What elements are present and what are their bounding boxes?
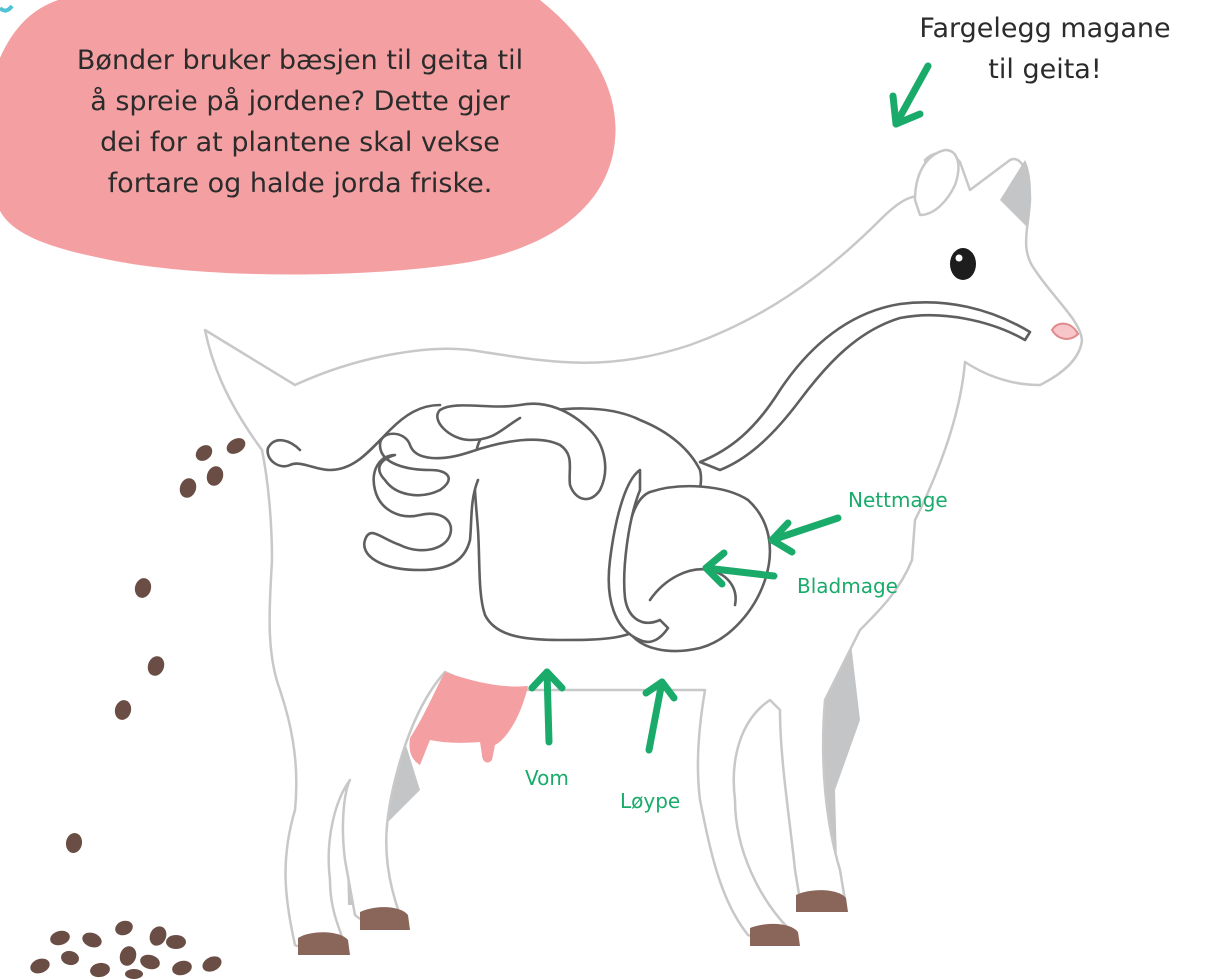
label-loype: Løype [620,789,680,813]
vom-arrow [532,672,562,742]
label-bladmage: Bladmage [797,574,898,598]
fact-line-4: fortare og halde jorda friske. [40,163,560,204]
loype-arrow [646,682,674,750]
goat-eye-highlight [956,255,963,262]
goat-eye [950,248,976,280]
goat-droppings [28,435,248,979]
instruction-line-2: til geita! [880,49,1210,90]
fact-line-1: Bønder bruker bæsjen til geita til [40,40,560,81]
fact-line-2: å spreie på jordene? Dette gjer [40,81,560,122]
label-nettmage: Nettmage [848,488,948,512]
fact-bubble-text: Bønder bruker bæsjen til geita til å spr… [40,40,560,204]
fact-line-3: dei for at plantene skal vekse [40,122,560,163]
instruction-text: Fargelegg magane til geita! [880,8,1210,90]
corner-decoration [0,6,12,11]
label-vom: Vom [525,766,569,790]
instruction-line-1: Fargelegg magane [880,8,1210,49]
